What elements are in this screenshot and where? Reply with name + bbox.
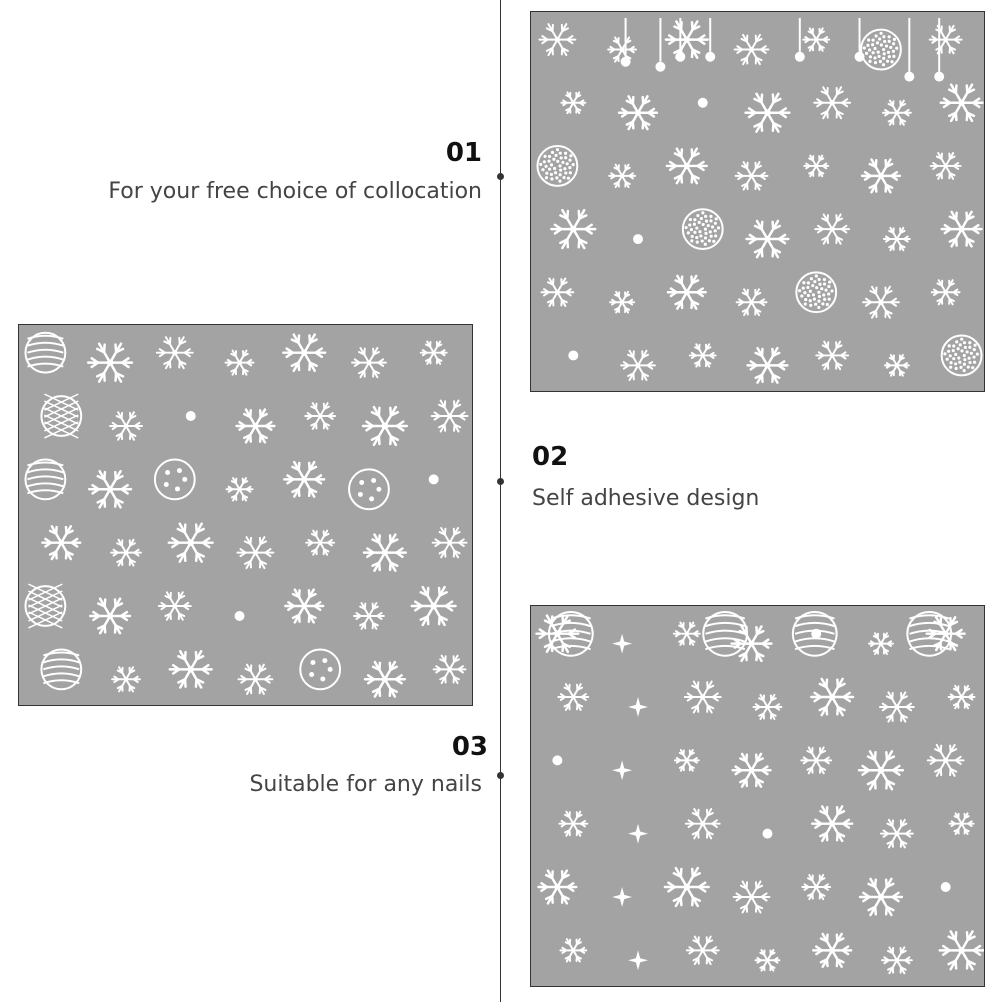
sticker-sheet-image-1: [530, 11, 985, 392]
feature-2-number: 02: [532, 442, 569, 472]
timeline-dot-1: [497, 173, 504, 180]
sticker-sheet-image-3: [530, 605, 985, 987]
timeline-dot-3: [497, 772, 504, 779]
feature-3-number: 03: [451, 732, 488, 762]
feature-2-text: Self adhesive design: [532, 486, 760, 511]
timeline-line: [500, 0, 501, 1002]
feature-3-text: Suitable for any nails: [249, 772, 482, 797]
feature-1-text: For your free choice of collocation: [108, 179, 482, 204]
timeline-dot-2: [497, 478, 504, 485]
sticker-sheet-image-2: [18, 324, 473, 706]
feature-1-number: 01: [445, 138, 482, 168]
